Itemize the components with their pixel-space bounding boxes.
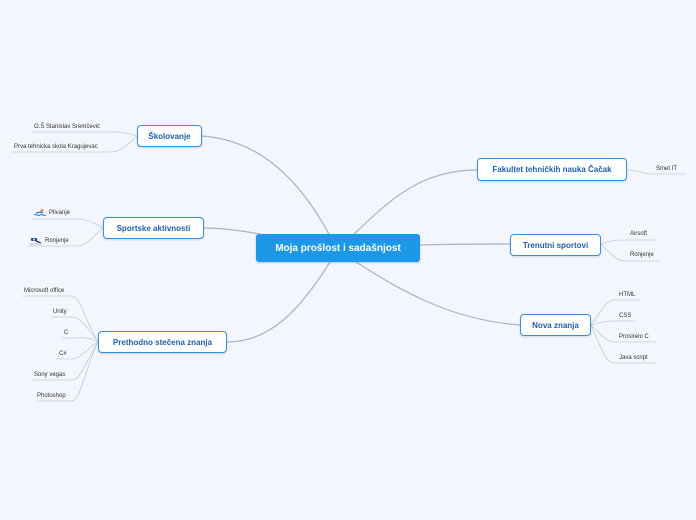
leaf-sony-vegas[interactable]: Sony vegas [34,372,66,378]
leaf-ronjenje-current[interactable]: Ronjenje [630,252,654,258]
leaf-c[interactable]: C [64,330,69,336]
leaf-ronjenje-sport-label: Ronjenje [45,238,69,245]
central-topic[interactable]: Moja prošlost i sadašnjost [256,234,420,262]
leaf-skolovanje-2[interactable]: Prva tehnicka skola Kragujevac [14,144,98,150]
leaf-css[interactable]: CSS [619,313,632,319]
leaf-plivanje[interactable]: Plivanje [33,208,71,218]
topic-fakultet[interactable]: Fakultet tehničkih nauka Čačak [477,158,627,181]
leaf-unity[interactable]: Unity [53,309,67,315]
leaf-plivanje-label: Plivanje [49,210,71,217]
leaf-prosireni-c[interactable]: Prosireni C [619,334,649,340]
topic-skolovanje[interactable]: Školovanje [137,125,202,147]
topic-nova-znanja[interactable]: Nova znanja [520,314,591,336]
leaf-airsoft[interactable]: Airsoft [630,231,648,237]
leaf-smet-it[interactable]: Smet IT [656,166,678,172]
swimming-icon [33,208,47,217]
leaf-photoshop[interactable]: Photoshop [37,393,66,399]
leaf-microsoft-office[interactable]: Microsoft office [24,288,65,294]
topic-trenutni-sportovi[interactable]: Trenutni sportovi [510,234,601,256]
leaf-ronjenje-sport[interactable]: Ronjenje [30,236,69,246]
topic-sportske-aktivnosti[interactable]: Sportske aktivnosti [103,217,204,239]
topic-prethodno-steceno-znanje[interactable]: Prethodno stečena znanja [98,331,227,353]
leaf-java-script[interactable]: Java script [619,355,648,361]
leaf-csharp[interactable]: C# [59,351,67,357]
diving-icon [30,236,42,245]
leaf-html[interactable]: HTML [619,292,636,298]
leaf-skolovanje-1[interactable]: O.Š Stanislav Sremčević [34,124,101,130]
